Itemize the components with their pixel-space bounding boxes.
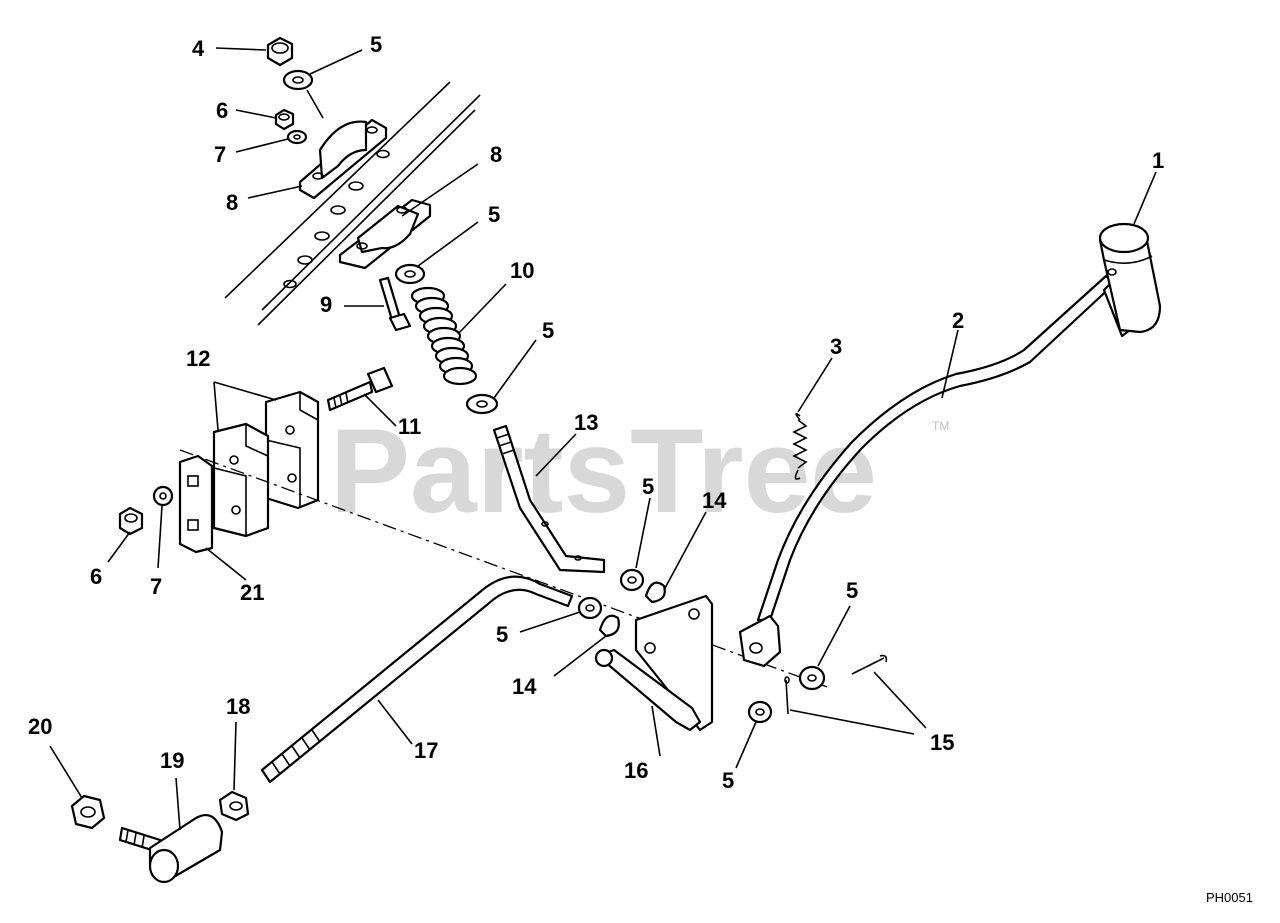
callout-8-lower: 8 bbox=[490, 142, 502, 167]
cotter-pin-vertical bbox=[784, 676, 790, 715]
pedal-pad bbox=[1098, 222, 1162, 334]
jam-nut bbox=[218, 790, 250, 822]
callout-19: 19 bbox=[160, 748, 184, 773]
callout-5-spring: 5 bbox=[542, 318, 554, 343]
callout-3: 3 bbox=[830, 334, 842, 359]
extension-spring bbox=[792, 412, 808, 480]
callout-5-bottom: 5 bbox=[722, 768, 734, 793]
trademark-mark: TM bbox=[932, 419, 949, 433]
cotter-pin-angled bbox=[851, 654, 888, 675]
callout-10: 10 bbox=[510, 258, 534, 283]
callout-7-top: 7 bbox=[214, 142, 226, 167]
callout-5-pedal: 5 bbox=[846, 578, 858, 603]
washer-spring-top bbox=[394, 263, 426, 285]
leader-lines bbox=[49, 47, 1157, 831]
assembly-axis bbox=[179, 449, 831, 689]
callout-15: 15 bbox=[930, 730, 954, 755]
watermark-text: PartsTree bbox=[330, 404, 877, 538]
callout-5-top: 5 bbox=[370, 32, 382, 57]
callout-1: 1 bbox=[1152, 148, 1164, 173]
brake-pedal-lever bbox=[738, 274, 1132, 668]
friction-block-front bbox=[212, 422, 270, 538]
rod-end-ferrule bbox=[118, 814, 224, 884]
washer-rod-mid bbox=[577, 596, 603, 620]
pivot-bracket-upper bbox=[298, 118, 388, 200]
lock-nut-left bbox=[118, 506, 144, 536]
washer-bracket-pin bbox=[747, 700, 773, 724]
washer-top bbox=[282, 69, 314, 91]
callout-13: 13 bbox=[574, 410, 598, 435]
pivot-bracket-lower bbox=[338, 198, 432, 270]
retainer-clip-upper bbox=[644, 581, 666, 604]
callout-6-top: 6 bbox=[216, 98, 228, 123]
lock-nut-top bbox=[266, 36, 294, 67]
compression-spring bbox=[410, 286, 478, 386]
washer-rod-end bbox=[619, 568, 645, 592]
callout-4: 4 bbox=[192, 36, 205, 61]
mounting-plate bbox=[178, 454, 214, 554]
callout-5-bracket: 5 bbox=[488, 202, 500, 227]
callout-9: 9 bbox=[320, 292, 332, 317]
callout-21: 21 bbox=[240, 580, 264, 605]
drawing-code: PH0051 bbox=[1206, 890, 1253, 905]
washer-pedal-pivot bbox=[798, 665, 826, 691]
callout-12: 12 bbox=[186, 346, 210, 371]
callout-7-left: 7 bbox=[150, 574, 162, 599]
pedal-mount-bracket bbox=[594, 594, 714, 732]
callout-14-lower: 14 bbox=[512, 674, 537, 699]
retainer-clip-lower bbox=[598, 614, 620, 638]
brake-rod bbox=[492, 424, 606, 574]
bolt-9 bbox=[378, 276, 412, 332]
callout-18: 18 bbox=[226, 694, 250, 719]
callout-6-left: 6 bbox=[90, 564, 102, 589]
callout-16: 16 bbox=[624, 758, 648, 783]
brake-linkage-rod bbox=[260, 575, 574, 784]
frame-rail bbox=[224, 81, 481, 326]
callout-17: 17 bbox=[414, 738, 438, 763]
callout-2: 2 bbox=[952, 308, 964, 333]
callout-8-top: 8 bbox=[226, 190, 238, 215]
small-washer-top bbox=[286, 129, 308, 145]
callout-11: 11 bbox=[398, 414, 421, 439]
washer-spring-bottom bbox=[465, 393, 499, 415]
washer-left bbox=[152, 485, 174, 507]
callout-5-mid: 5 bbox=[496, 622, 508, 647]
hex-nut bbox=[70, 794, 106, 830]
small-nut-top bbox=[274, 108, 295, 131]
callout-20: 20 bbox=[28, 714, 52, 739]
callout-14-upper: 14 bbox=[702, 488, 727, 513]
callout-5-rod: 5 bbox=[642, 474, 654, 499]
carriage-bolt bbox=[326, 366, 394, 412]
